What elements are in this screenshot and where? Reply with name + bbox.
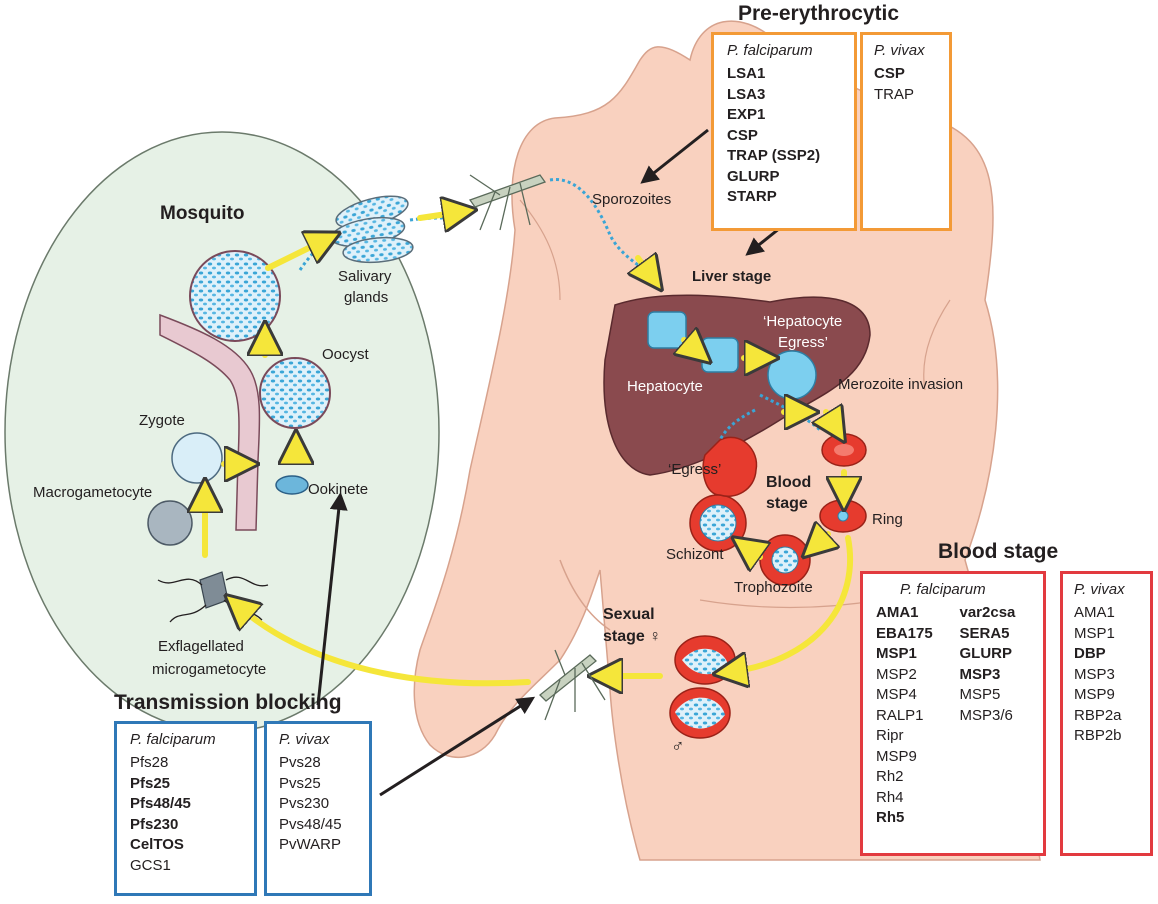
antigen-item: MSP2	[876, 665, 917, 683]
antigen-item: EXP1	[727, 106, 766, 123]
antigen-item: Pvs230	[279, 795, 330, 812]
antigen-item: PvWARP	[279, 836, 341, 853]
salivary-glands-label-1: Salivary	[338, 268, 392, 285]
antigen-item: AMA1	[876, 604, 919, 621]
pre-erythrocytic-title: Pre-erythrocytic	[738, 2, 900, 25]
hepatocyte-egress-label-1: ‘Hepatocyte	[763, 313, 843, 330]
falciparum-header: P. falciparum	[130, 731, 216, 748]
antigen-item: Pvs28	[279, 754, 321, 771]
antigen-item: RBP2a	[1074, 706, 1122, 724]
falciparum-header: P. falciparum	[900, 581, 986, 598]
vivax-header: P. vivax	[874, 42, 925, 59]
transmission-vivax-box: P. vivax Pvs28 Pvs25 Pvs230 Pvs48/45 PvW…	[264, 721, 372, 896]
zygote-label: Zygote	[139, 412, 185, 429]
egress-label: ‘Egress’	[668, 461, 722, 478]
macrogametocyte-label: Macrogametocyte	[33, 484, 153, 501]
antigen-item: CelTOS	[130, 836, 184, 853]
sporozoites-label: Sporozoites	[592, 191, 672, 208]
antigen-item: Pvs25	[279, 774, 321, 792]
mosquito-icon-1	[468, 174, 547, 231]
blood-stage-label-1: Blood	[766, 474, 812, 491]
antigen-item: GLURP	[727, 167, 780, 185]
antigen-item: Rh4	[876, 788, 904, 806]
merozoite-invasion-label: Merozoite invasion	[838, 376, 964, 393]
antigen-item: MSP3/6	[959, 706, 1013, 724]
antigen-item: RBP2b	[1074, 727, 1122, 744]
microgametocyte-cell	[157, 571, 269, 623]
macrogametocyte-cell	[147, 500, 193, 546]
antigen-item: MSP1	[876, 645, 917, 662]
antigen-item: MSP3	[959, 665, 1001, 683]
antigen-item: MSP9	[876, 747, 917, 765]
vivax-header: P. vivax	[279, 731, 330, 748]
hepatocyte-cell-2	[701, 337, 739, 373]
antigen-item: GLURP	[959, 645, 1013, 662]
sexual-stage-label-2: stage ♀	[603, 628, 662, 645]
mosquito-midgut	[159, 250, 331, 531]
antigen-item: Pfs25	[130, 774, 171, 792]
pre-erythrocytic-vivax-box: P. vivax CSP TRAP	[860, 32, 952, 231]
blood-stage-cells	[689, 433, 867, 586]
antigen-item: SERA5	[959, 624, 1010, 642]
mosquito-icon-2	[539, 649, 606, 721]
antigen-item: TRAP	[874, 85, 915, 103]
male-symbol: ♂	[671, 736, 685, 756]
antigen-item: Pfs230	[130, 815, 179, 833]
antigen-item: GCS1	[130, 856, 171, 874]
antigen-item: var2csa	[959, 604, 1016, 621]
antigen-item: MSP3	[1074, 665, 1115, 683]
antigen-item: MSP9	[1074, 686, 1115, 703]
antigen-item: CSP	[874, 65, 905, 82]
exflagellated-label-1: Exflagellated	[158, 638, 244, 655]
pointer-arrows	[316, 128, 781, 797]
antigen-item: Rh5	[876, 809, 905, 826]
trophozoite-label: Trophozoite	[734, 579, 813, 596]
pre-erythrocytic-falciparum-box: P. falciparum LSA1 LSA3 EXP1 CSP TRAP (S…	[711, 32, 857, 231]
antigen-item: LSA3	[727, 85, 766, 103]
antigen-item: TRAP (SSP2)	[727, 147, 821, 164]
hepatocyte-egress-cell	[767, 350, 817, 400]
blood-stage-vivax-box: P. vivax AMA1 MSP1 DBP MSP3 MSP9 RBP2a R…	[1060, 571, 1153, 856]
antigen-item: Rh2	[876, 768, 904, 785]
ring-label: Ring	[872, 511, 903, 528]
antigen-item: DBP	[1074, 645, 1106, 662]
cycle-arrows	[205, 212, 850, 683]
oocyst-label: Oocyst	[322, 346, 369, 363]
zygote-cell	[171, 432, 223, 484]
antigen-item: MSP1	[1074, 624, 1115, 642]
antigen-item: AMA1	[1074, 604, 1115, 621]
ookinete-label: Ookinete	[308, 481, 369, 498]
antigen-item: EBA175	[876, 624, 933, 642]
antigen-item: CSP	[727, 126, 758, 144]
schizont-label: Schizont	[666, 546, 724, 563]
antigen-item: STARP	[727, 188, 777, 205]
blood-stage-label-2: stage	[766, 495, 808, 512]
transmission-blocking-title: Transmission blocking	[114, 691, 342, 714]
falciparum-header: P. falciparum	[727, 42, 813, 59]
transmission-falciparum-box: P. falciparum Pfs28 Pfs25 Pfs48/45 Pfs23…	[114, 721, 257, 896]
exflagellated-label-2: microgametocyte	[152, 661, 267, 678]
hepatocyte-cell-1	[647, 311, 687, 349]
antigen-item: RALP1	[876, 706, 924, 724]
antigen-item: MSP5	[959, 686, 1001, 703]
mosquito-label: Mosquito	[160, 203, 245, 224]
liver-stage-label: Liver stage	[692, 268, 772, 285]
blood-stage-title: Blood stage	[938, 540, 1059, 563]
antigen-item: LSA1	[727, 65, 766, 82]
salivary-glands-label-2: glands	[344, 289, 389, 306]
antigen-item: Pvs48/45	[279, 815, 342, 833]
antigen-item: Ripr	[876, 727, 904, 744]
blood-stage-falciparum-box: P. falciparum AMA1 EBA175 MSP1 MSP2 MSP4…	[860, 571, 1046, 856]
antigen-item: Pfs28	[130, 754, 169, 771]
hepatocyte-label: Hepatocyte	[627, 378, 703, 395]
vivax-header: P. vivax	[1074, 581, 1125, 598]
sexual-stage-label-1: Sexual	[603, 606, 655, 623]
hepatocyte-egress-label-2: Egress’	[778, 334, 829, 351]
antigen-item: MSP4	[876, 686, 917, 703]
antigen-item: Pfs48/45	[130, 795, 191, 812]
